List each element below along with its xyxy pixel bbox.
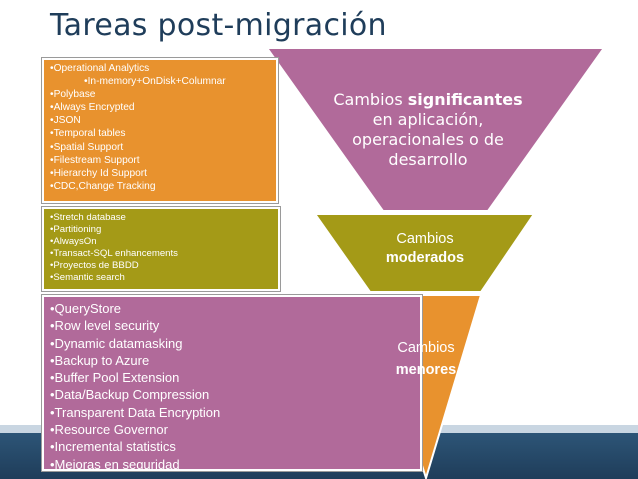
- list-item: •Mejoras en seguridad: [50, 456, 180, 471]
- list-item: •Partitioning: [50, 224, 102, 236]
- list-item: •Spatial Support: [50, 141, 124, 153]
- list-item: •Data/Backup Compression: [50, 387, 210, 403]
- label-line: operacionales o de: [352, 130, 504, 149]
- label-line: desarrollo: [388, 150, 468, 169]
- list-item: •In-memory+OnDisk+Columnar: [84, 76, 226, 88]
- list-item: •Polybase: [50, 89, 96, 101]
- label-emphasis: menores: [395, 362, 457, 378]
- pyramid-top-segment: [265, 47, 606, 212]
- label-line: en aplicación,: [372, 110, 484, 129]
- list-item: •Transparent Data Encryption: [50, 404, 221, 420]
- list-item: •Hierarchy Id Support: [50, 167, 147, 179]
- significant-changes-label: Cambios significantes en aplicación, ope…: [308, 90, 548, 170]
- minor-changes-label: Cambios menores: [380, 337, 472, 381]
- list-item: •Semantic search: [50, 272, 125, 284]
- label-line: moderados: [355, 249, 495, 268]
- page-title: Tareas post-migración: [50, 8, 387, 43]
- list-item: •Proyectos de BBDD: [50, 260, 139, 272]
- list-item: •CDC,Change Tracking: [50, 180, 156, 192]
- list-item: •JSON: [50, 115, 81, 127]
- list-item: •Temporal tables: [50, 128, 126, 140]
- label-line: Cambios significantes: [308, 90, 548, 110]
- list-item: •Backup to Azure: [50, 352, 150, 368]
- list-item: •Row level security: [50, 318, 160, 334]
- moderate-changes-label: Cambios moderados: [355, 230, 495, 268]
- list-item: •Stretch database: [50, 212, 126, 223]
- list-item: •Operational Analytics: [50, 63, 150, 74]
- moderate-changes-list: •Stretch database •Partitioning •AlwaysO…: [50, 212, 272, 285]
- list-item: •Dynamic datamasking: [50, 335, 183, 351]
- list-item: •Incremental statistics: [50, 439, 176, 455]
- label-emphasis: significantes: [407, 90, 523, 109]
- moderate-changes-box: •Stretch database •Partitioning •AlwaysO…: [41, 206, 281, 292]
- label-line: Cambios: [397, 340, 455, 356]
- significant-changes-list: •Operational Analytics •In-memory+OnDisk…: [50, 62, 270, 193]
- pyramid-middle-segment: [313, 213, 536, 293]
- list-item: •Transact-SQL enhancements: [50, 248, 178, 260]
- minor-changes-list: •QueryStore •Row level security •Dynamic…: [50, 300, 414, 471]
- label-line: Cambios: [396, 231, 454, 247]
- label-text: Cambios: [333, 90, 408, 109]
- list-item: •Filestream Support: [50, 154, 140, 166]
- significant-changes-box: •Operational Analytics •In-memory+OnDisk…: [41, 57, 279, 204]
- minor-changes-box: •QueryStore •Row level security •Dynamic…: [41, 294, 423, 472]
- list-item: •Buffer Pool Extension: [50, 370, 180, 386]
- label-line: menores: [380, 359, 472, 381]
- list-item: •Resource Governor: [50, 422, 168, 438]
- list-item: •Always Encrypted: [50, 102, 135, 114]
- list-item: •AlwaysOn: [50, 236, 97, 248]
- list-item: •QueryStore: [50, 301, 122, 316]
- label-emphasis: moderados: [385, 250, 465, 266]
